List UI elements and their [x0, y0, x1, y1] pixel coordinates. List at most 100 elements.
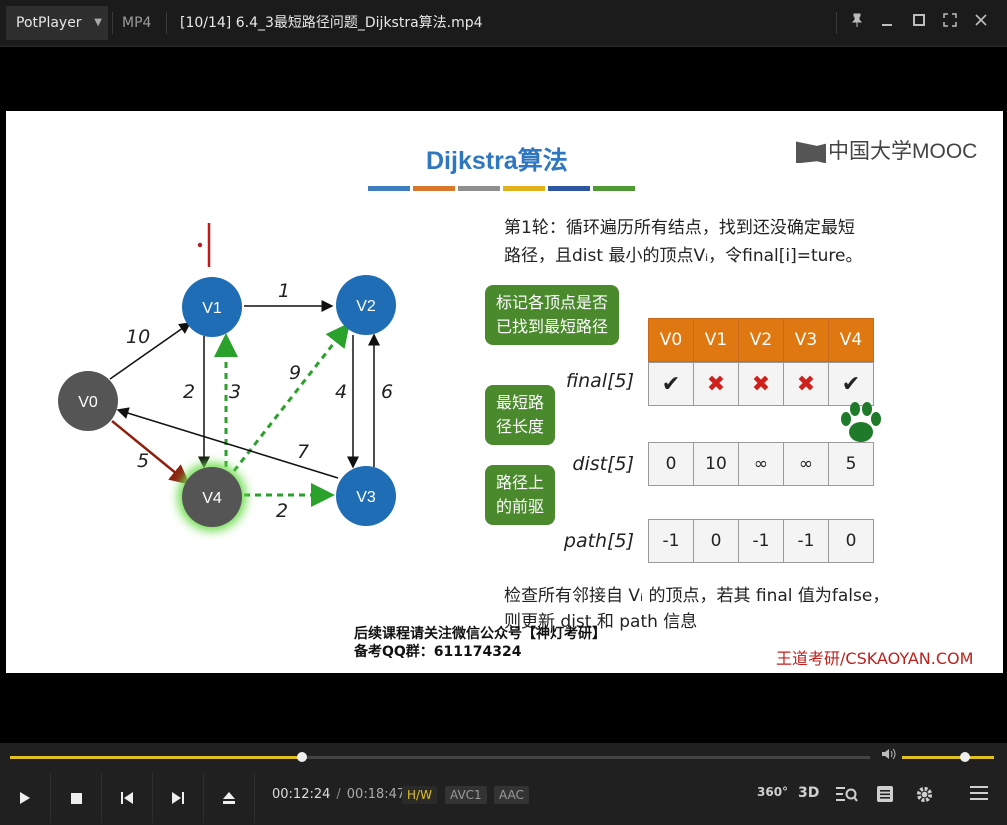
table-header-cell: V0	[648, 318, 694, 362]
maximize-icon[interactable]	[906, 10, 932, 36]
callout-line: 标记各顶点是否	[496, 293, 609, 312]
seek-bar[interactable]	[10, 752, 870, 762]
audio-codec-badge[interactable]: AAC	[494, 786, 529, 804]
app-name: PotPlayer	[16, 15, 82, 31]
table-cell-cross-icon: ✖	[738, 362, 784, 406]
video-frame[interactable]: Dijkstra算法 中国大学MOOC 第1轮：循环遍历所有结点，找到还没确定最…	[6, 111, 1003, 673]
node-label: V2	[356, 298, 376, 315]
edge-v0-v1	[109, 322, 192, 380]
table-header-cell: V1	[693, 318, 739, 362]
potplayer-menu-button[interactable]: PotPlayer ▼	[6, 6, 108, 40]
mooc-logo: 中国大学MOOC	[796, 135, 977, 165]
node-v2	[336, 275, 396, 335]
table-row-dist: 0 10 ∞ ∞ 5	[648, 442, 874, 486]
seek-handle[interactable]	[297, 752, 308, 762]
title-bar: PotPlayer ▼ MP4 [10/14] 6.4_3最短路径问题_Dijk…	[0, 0, 1007, 47]
current-time: 00:12:24	[272, 787, 331, 802]
colorbar-segment	[368, 186, 410, 191]
volume-icon[interactable]	[881, 747, 897, 765]
table-header-cell: V4	[828, 318, 874, 362]
play-icon	[20, 792, 30, 804]
table-cell-cross-icon: ✖	[783, 362, 829, 406]
note-line-2: 则更新 dist 和 path 信息	[504, 612, 698, 632]
divider	[112, 12, 113, 34]
edge-weight: 4	[335, 381, 347, 403]
divider	[836, 12, 837, 34]
colorbar-segment	[503, 186, 545, 191]
gear-icon[interactable]	[915, 785, 934, 808]
node-v0	[58, 371, 118, 431]
slide-title: Dijkstra算法	[426, 147, 568, 175]
table-cell: 0	[693, 519, 739, 563]
edge-weight: 3	[229, 381, 241, 403]
step-line-2: 路径，且dist 最小的顶点Vᵢ，令final[i]=ture。	[504, 246, 863, 266]
stop-icon	[70, 792, 82, 804]
watermark-line-1: 后续课程请关注微信公众号【神灯考研】	[354, 626, 606, 642]
callout-line: 路径上	[496, 473, 545, 492]
pin-icon[interactable]	[844, 10, 870, 36]
table-cell: 0	[828, 519, 874, 563]
playlist-icon[interactable]	[876, 785, 894, 807]
vr-360-button[interactable]: 360°	[757, 785, 789, 799]
table-cell: ∞	[738, 442, 784, 486]
play-button[interactable]	[0, 773, 51, 823]
chevron-down-icon: ▼	[94, 17, 102, 28]
video-codec-badge[interactable]: AVC1	[445, 786, 487, 804]
volume-handle[interactable]	[959, 752, 970, 762]
callout-path: 路径上 的前驱	[485, 465, 556, 525]
eject-icon	[223, 792, 235, 804]
hw-badge[interactable]: H/W	[402, 786, 437, 804]
divider	[166, 12, 167, 34]
table-row-final: ✔ ✖ ✖ ✖ ✔	[648, 362, 874, 406]
playback-buttons	[0, 773, 255, 823]
watermark-line-2: 备考QQ群：611174324	[354, 644, 522, 660]
paw-print-icon	[841, 402, 881, 442]
credit-text: 王道考研/CSKAOYAN.COM	[776, 649, 974, 668]
colorbar-segment	[593, 186, 635, 191]
minimize-icon[interactable]	[874, 10, 900, 36]
edge-weight: 2	[183, 381, 195, 403]
fullscreen-icon[interactable]	[937, 10, 963, 36]
mooc-logo-icon	[796, 141, 826, 164]
step-description: 第1轮：循环遍历所有结点，找到还没确定最短 路径，且dist 最小的顶点Vᵢ，令…	[504, 214, 862, 270]
colorbar-segment	[548, 186, 590, 191]
title-colorbar	[368, 186, 635, 191]
stop-button[interactable]	[51, 773, 102, 823]
node-label: V4	[202, 490, 222, 507]
menu-icon[interactable]	[970, 785, 988, 805]
volume-slider[interactable]	[902, 752, 994, 762]
callout-line: 最短路	[496, 393, 545, 412]
duration: 00:18:47	[346, 787, 406, 802]
control-bar: 00:12:24/00:18:47 H/W AVC1 AAC 360° 3D	[0, 743, 1007, 825]
table-cell-check-icon: ✔	[648, 362, 694, 406]
close-icon[interactable]	[968, 10, 994, 36]
node-label: V1	[202, 300, 222, 317]
table-cell-check-icon: ✔	[828, 362, 874, 406]
node-v3	[336, 466, 396, 526]
table-cell-cross-icon: ✖	[693, 362, 739, 406]
callout-line: 径长度	[496, 417, 545, 436]
graph-diagram: 10 1 2 3 9 4 6 7 5 2 V0 V1 V2 V3 V4	[58, 223, 396, 531]
update-note: 检查所有邻接自 Vᵢ 的顶点，若其 final 值为false， 则更新 dis…	[504, 583, 889, 635]
edge-weight: 5	[137, 450, 149, 472]
table-header-cell: V3	[783, 318, 829, 362]
table-cell: -1	[648, 519, 694, 563]
edge-weight: 9	[289, 362, 301, 384]
edge-weight: 7	[297, 441, 309, 463]
table-header-cell: V2	[738, 318, 784, 362]
colorbar-segment	[413, 186, 455, 191]
table-header-row: V0 V1 V2 V3 V4	[648, 318, 874, 362]
eject-button[interactable]	[204, 773, 255, 823]
table-cell: 5	[828, 442, 874, 486]
next-button[interactable]	[153, 773, 204, 823]
time-display: 00:12:24/00:18:47	[272, 787, 406, 802]
search-list-icon[interactable]	[836, 785, 858, 807]
edge-v4-v2	[232, 322, 350, 472]
3d-button[interactable]: 3D	[798, 785, 820, 801]
table-cell: 10	[693, 442, 739, 486]
label-dist: dist[5]	[572, 453, 634, 475]
step-line-1: 第1轮：循环遍历所有结点，找到还没确定最短	[504, 218, 855, 238]
previous-icon	[121, 792, 133, 804]
label-path: path[5]	[563, 530, 634, 552]
previous-button[interactable]	[102, 773, 153, 823]
